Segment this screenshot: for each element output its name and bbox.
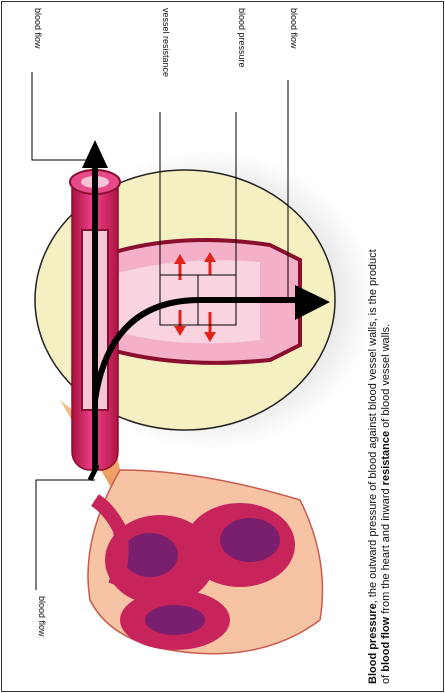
- label-blood-flow-bottom: blood flow: [37, 596, 47, 637]
- caption-term-blood-flow: blood flow: [380, 616, 392, 671]
- label-blood-flow-top: blood flow: [33, 8, 43, 49]
- label-blood-flow-right: blood flow: [289, 8, 299, 49]
- caption-line2-mid: from the heart and inward: [380, 485, 392, 616]
- caption-line1-rest: , the outward pressure of blood against …: [367, 249, 379, 603]
- label-blood-pressure: blood pressure: [237, 8, 247, 68]
- svg-text:of blood flow from the heart: of blood flow from the heart and inward …: [380, 324, 392, 684]
- svg-text:Blood pressure, the outward pr: Blood pressure, the outward pressure of …: [367, 249, 379, 684]
- caption-line2-start: of: [380, 672, 392, 684]
- label-vessel-resistance: vessel resistance: [161, 8, 171, 77]
- caption-term-resistance: resistance: [380, 431, 392, 485]
- caption-line2-end: of blood vessel walls.: [380, 324, 392, 431]
- caption-term-blood-pressure: Blood pressure: [367, 603, 379, 684]
